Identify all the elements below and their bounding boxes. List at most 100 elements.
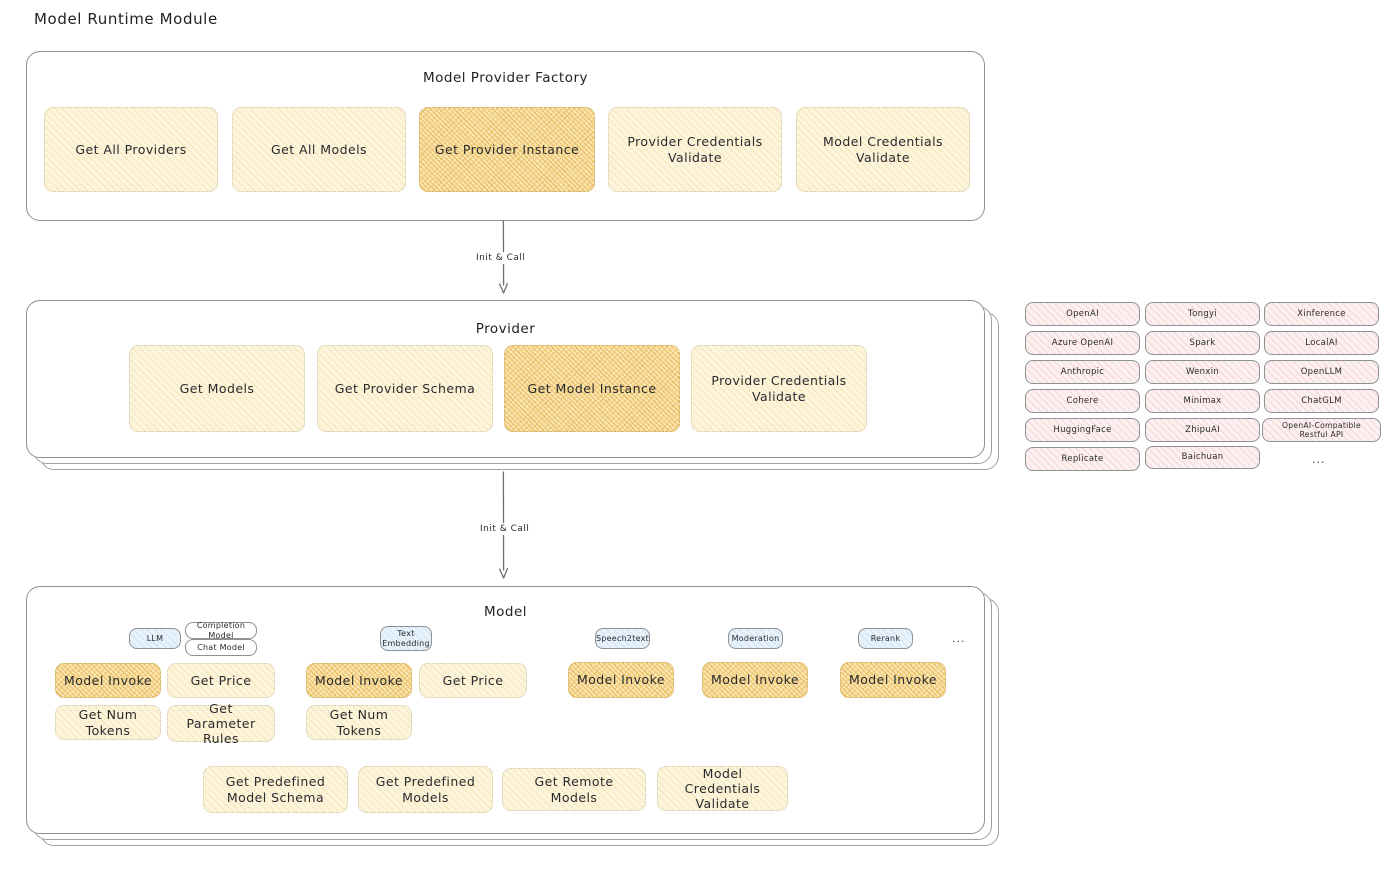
node-text-embedding-get-num-tokens[interactable]: Get Num Tokens [306, 705, 412, 740]
provider-chip-label: LocalAI [1305, 337, 1338, 348]
provider-chip-spark[interactable]: Spark [1145, 331, 1260, 355]
node-label: Get Price [190, 672, 252, 688]
badge-label: LLM [146, 633, 164, 643]
provider-chip-label: OpenAI [1066, 308, 1099, 319]
badge-llm[interactable]: LLM [129, 628, 181, 649]
node-llm-get-parameter-rules[interactable]: Get Parameter Rules [167, 701, 275, 746]
arrow-label-init-and-call-2: Init & Call [476, 523, 534, 535]
provider-chip-openllm[interactable]: OpenLLM [1264, 360, 1379, 384]
node-text-embedding-model-invoke[interactable]: Model Invoke [306, 663, 412, 698]
node-get-model-instance[interactable]: Get Model Instance [504, 345, 680, 432]
badge-rerank[interactable]: Rerank [858, 628, 913, 649]
provider-chip-label: Minimax [1183, 395, 1222, 406]
node-get-remote-models[interactable]: Get Remote Models [502, 768, 646, 811]
node-label: Get Provider Instance [434, 141, 580, 157]
node-label: Get Num Tokens [78, 707, 138, 738]
node-label: Model Invoke [848, 672, 938, 688]
node-label: Model Invoke [710, 672, 800, 688]
model-types-more: ... [952, 632, 966, 645]
provider-chip-tongyi[interactable]: Tongyi [1145, 302, 1260, 326]
provider-chip-chatglm[interactable]: ChatGLM [1264, 389, 1379, 413]
provider-chip-label: OpenAI-Compatible Restful API [1281, 420, 1362, 439]
provider-chip-label: Baichuan [1181, 452, 1224, 463]
provider-chip-label: OpenLLM [1300, 366, 1343, 377]
badge-label: Text Embedding [382, 628, 430, 648]
node-label: Get Remote Models [534, 774, 614, 805]
node-label: Get Model Instance [527, 380, 657, 396]
node-provider-credentials-validate[interactable]: Provider Credentials Validate [608, 107, 782, 192]
node-model-credentials-validate[interactable]: Model Credentials Validate [796, 107, 970, 192]
node-rerank-model-invoke[interactable]: Model Invoke [840, 662, 946, 698]
provider-chip-xinference[interactable]: Xinference [1264, 302, 1379, 326]
provider-chip-anthropic[interactable]: Anthropic [1025, 360, 1140, 384]
provider-list-more: ... [1312, 453, 1326, 466]
node-label: Model Invoke [576, 672, 666, 688]
node-moderation-model-invoke[interactable]: Model Invoke [702, 662, 808, 698]
node-label: Get Parameter Rules [186, 700, 256, 747]
provider-chip-label: Wenxin [1185, 366, 1220, 377]
node-label: Get Predefined Model Schema [225, 774, 326, 805]
node-label: Provider Credentials Validate [711, 373, 847, 404]
provider-chip-label: Anthropic [1060, 366, 1105, 377]
provider-chip-cohere[interactable]: Cohere [1025, 389, 1140, 413]
provider-chip-label: Replicate [1061, 453, 1104, 464]
node-get-all-models[interactable]: Get All Models [232, 107, 406, 192]
node-get-predefined-model-schema[interactable]: Get Predefined Model Schema [203, 766, 348, 813]
node-label: Get Provider Schema [334, 380, 476, 396]
badge-moderation[interactable]: Moderation [728, 628, 783, 649]
node-label: Get Models [179, 380, 255, 396]
node-label: Get Predefined Models [375, 774, 476, 805]
provider-chip-wenxin[interactable]: Wenxin [1145, 360, 1260, 384]
badge-speech2text[interactable]: Speech2text [595, 628, 650, 649]
node-text-embedding-get-price[interactable]: Get Price [419, 663, 527, 698]
provider-chip-label: ZhipuAI [1185, 424, 1220, 435]
provider-chip-openai-compatible-restful-api[interactable]: OpenAI-Compatible Restful API [1262, 418, 1381, 442]
node-label: Get Num Tokens [329, 707, 389, 738]
badge-chat-model[interactable]: Chat Model [185, 639, 257, 656]
provider-chip-label: Tongyi [1188, 308, 1217, 319]
arrow-provider-to-model [498, 471, 509, 579]
node-label: Model Invoke [314, 672, 404, 688]
page-title: Model Runtime Module [34, 10, 218, 28]
node-llm-get-price[interactable]: Get Price [167, 663, 275, 698]
provider-chip-label: HuggingFace [1053, 424, 1112, 435]
node-get-provider-schema[interactable]: Get Provider Schema [317, 345, 493, 432]
node-provider-credentials-validate-2[interactable]: Provider Credentials Validate [691, 345, 867, 432]
arrow-label-init-and-call-1: Init & Call [472, 252, 530, 264]
node-label: Model Credentials Validate [822, 134, 943, 165]
node-speech2text-model-invoke[interactable]: Model Invoke [568, 662, 674, 698]
node-llm-get-num-tokens[interactable]: Get Num Tokens [55, 705, 161, 740]
node-label: Get All Providers [75, 141, 187, 157]
provider-chip-openai[interactable]: OpenAI [1025, 302, 1140, 326]
provider-chip-label: ChatGLM [1301, 395, 1342, 406]
provider-chip-zhipuai[interactable]: ZhipuAI [1145, 418, 1260, 442]
badge-label: Moderation [731, 633, 780, 643]
badge-label: Chat Model [197, 642, 245, 652]
provider-title: Provider [475, 321, 536, 337]
badge-label: Rerank [870, 633, 901, 643]
provider-chip-minimax[interactable]: Minimax [1145, 389, 1260, 413]
node-get-predefined-models[interactable]: Get Predefined Models [358, 766, 493, 813]
model-provider-factory-title: Model Provider Factory [422, 70, 588, 86]
provider-chip-baichuan[interactable]: Baichuan [1145, 446, 1260, 469]
provider-chip-localai[interactable]: LocalAI [1264, 331, 1379, 355]
badge-text-embedding[interactable]: Text Embedding [380, 626, 432, 651]
node-get-provider-instance[interactable]: Get Provider Instance [419, 107, 595, 192]
provider-chip-label: Azure OpenAI [1051, 337, 1114, 348]
node-llm-model-invoke[interactable]: Model Invoke [55, 663, 161, 698]
node-label: Get All Models [270, 141, 368, 157]
node-model-credentials-validate-3[interactable]: Model Credentials Validate [657, 766, 788, 811]
node-get-all-providers[interactable]: Get All Providers [44, 107, 218, 192]
node-label: Get Price [442, 672, 504, 688]
badge-label: Speech2text [595, 633, 650, 643]
provider-chip-azure-openai[interactable]: Azure OpenAI [1025, 331, 1140, 355]
node-label: Provider Credentials Validate [627, 134, 763, 165]
node-label: Model Credentials Validate [684, 765, 761, 812]
provider-chip-label: Spark [1189, 337, 1216, 348]
badge-completion-model[interactable]: Completion Model [185, 621, 257, 640]
node-label: Model Invoke [63, 672, 153, 688]
provider-chip-replicate[interactable]: Replicate [1025, 447, 1140, 471]
provider-chip-huggingface[interactable]: HuggingFace [1025, 418, 1140, 442]
node-get-models[interactable]: Get Models [129, 345, 305, 432]
provider-chip-label: Cohere [1066, 395, 1099, 406]
